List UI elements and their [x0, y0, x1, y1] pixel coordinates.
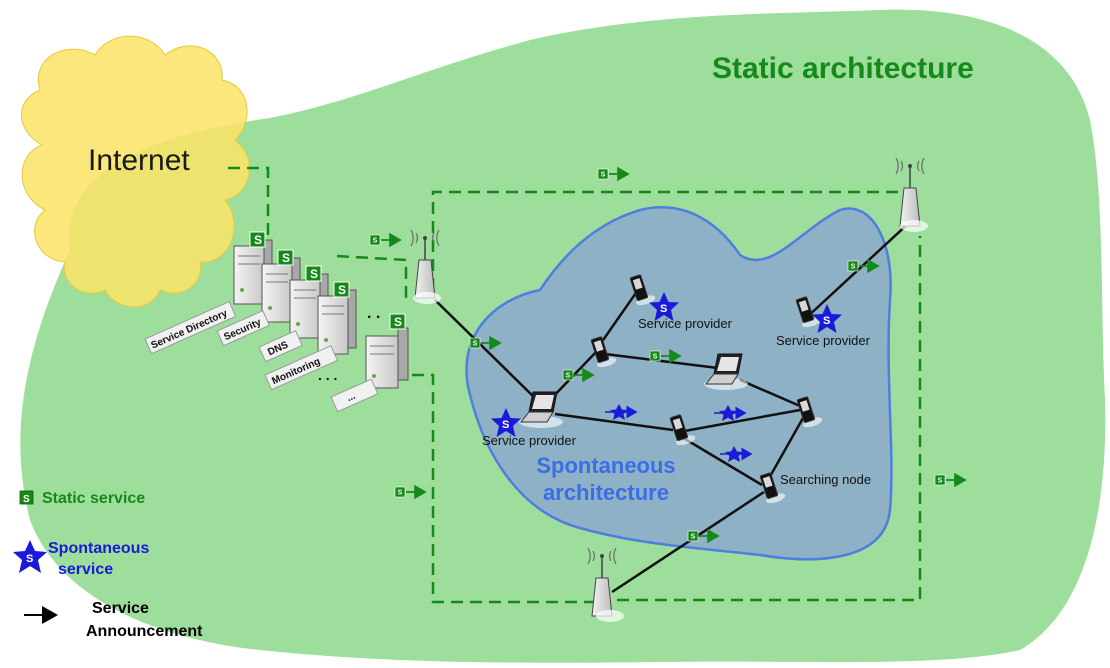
spontaneous-announcement — [605, 404, 638, 420]
server-label-more: ... — [330, 378, 379, 413]
svg-text:S: S — [254, 233, 262, 247]
svg-text:S: S — [338, 283, 346, 297]
mobile-device-icon — [629, 274, 656, 306]
tower-icon — [895, 157, 928, 232]
svg-text:S: S — [601, 172, 606, 179]
svg-text:S: S — [394, 315, 402, 329]
static-announcement: S — [469, 335, 502, 351]
svg-text:S: S — [851, 264, 856, 271]
spontaneous-service-star-icon: S — [491, 408, 521, 437]
service-provider-label-left: Service provider — [482, 433, 577, 448]
svg-text:S: S — [473, 341, 478, 348]
spontaneous-announcement — [720, 446, 753, 462]
svg-text:S: S — [502, 419, 509, 431]
static-architecture-title: Static architecture — [712, 52, 974, 85]
svg-text:S: S — [26, 553, 33, 565]
static-announcement: S — [687, 528, 720, 544]
laptop-icon — [519, 391, 563, 428]
static-announcement: S — [394, 484, 427, 500]
static-announcements: S S S S S S S — [369, 166, 967, 544]
static-announcement: S — [562, 367, 595, 383]
svg-text:S: S — [691, 534, 696, 541]
mobile-device-icon — [669, 414, 696, 446]
svg-text:S: S — [310, 267, 318, 281]
mobile-device-icon — [796, 396, 823, 428]
tower-icon — [410, 229, 441, 304]
static-announcement: S — [649, 348, 682, 364]
searching-node-device-icon — [759, 472, 786, 504]
svg-text:Spontaneous: Spontaneous — [48, 540, 149, 557]
legend-service-announcement: Service Announcement — [24, 600, 203, 640]
svg-text:S: S — [938, 478, 943, 485]
searching-node-label: Searching node — [780, 472, 871, 487]
static-announcement: S — [597, 166, 630, 182]
svg-text:service: service — [58, 561, 113, 578]
svg-text:S: S — [566, 373, 571, 380]
mobile-device-icon — [795, 296, 822, 328]
legend-spontaneous-service: S Spontaneous service — [13, 540, 149, 578]
server-icon: S — [365, 313, 409, 389]
spontaneous-announcement — [714, 405, 747, 421]
svg-text:Service: Service — [92, 600, 149, 617]
tower-icon — [587, 547, 624, 622]
svg-text:Announcement: Announcement — [86, 623, 203, 640]
static-announcement: S — [847, 258, 880, 274]
svg-text:S: S — [23, 494, 30, 505]
internet-label: Internet — [88, 144, 190, 177]
svg-text:S: S — [398, 490, 403, 497]
svg-text:S: S — [660, 303, 667, 315]
server-icon: S — [317, 281, 357, 355]
server-label-dns: DNS — [258, 330, 303, 363]
service-provider-label-right: Service provider — [776, 333, 871, 348]
spontaneous-architecture-label-line1: Spontaneous — [536, 453, 675, 478]
spontaneous-service-star-icon: S — [812, 304, 842, 333]
svg-text:S: S — [373, 238, 378, 245]
legend-static-service: S Static service — [19, 490, 145, 507]
spontaneous-announcements — [605, 404, 753, 462]
service-provider-label-top: Service provider — [638, 316, 733, 331]
label-ellipsis: . . . — [318, 367, 337, 383]
mobile-device-icon — [590, 336, 617, 368]
spontaneous-architecture-region — [465, 206, 893, 561]
internet-cloud — [21, 35, 250, 308]
svg-text:S: S — [282, 251, 290, 265]
svg-text:Static service: Static service — [42, 490, 145, 507]
spontaneous-architecture-label-line2: architecture — [543, 480, 669, 505]
static-backbone-links — [228, 166, 922, 604]
static-announcement: S — [369, 232, 402, 248]
static-announcement: S — [934, 472, 967, 488]
spontaneous-service-star-icon: S — [649, 292, 679, 321]
svg-text:S: S — [823, 315, 830, 327]
svg-text:S: S — [653, 354, 658, 361]
server-ellipsis: . . — [367, 305, 380, 322]
laptop-icon — [704, 353, 748, 390]
legend: S Static service S Spontaneous service S… — [13, 490, 203, 640]
